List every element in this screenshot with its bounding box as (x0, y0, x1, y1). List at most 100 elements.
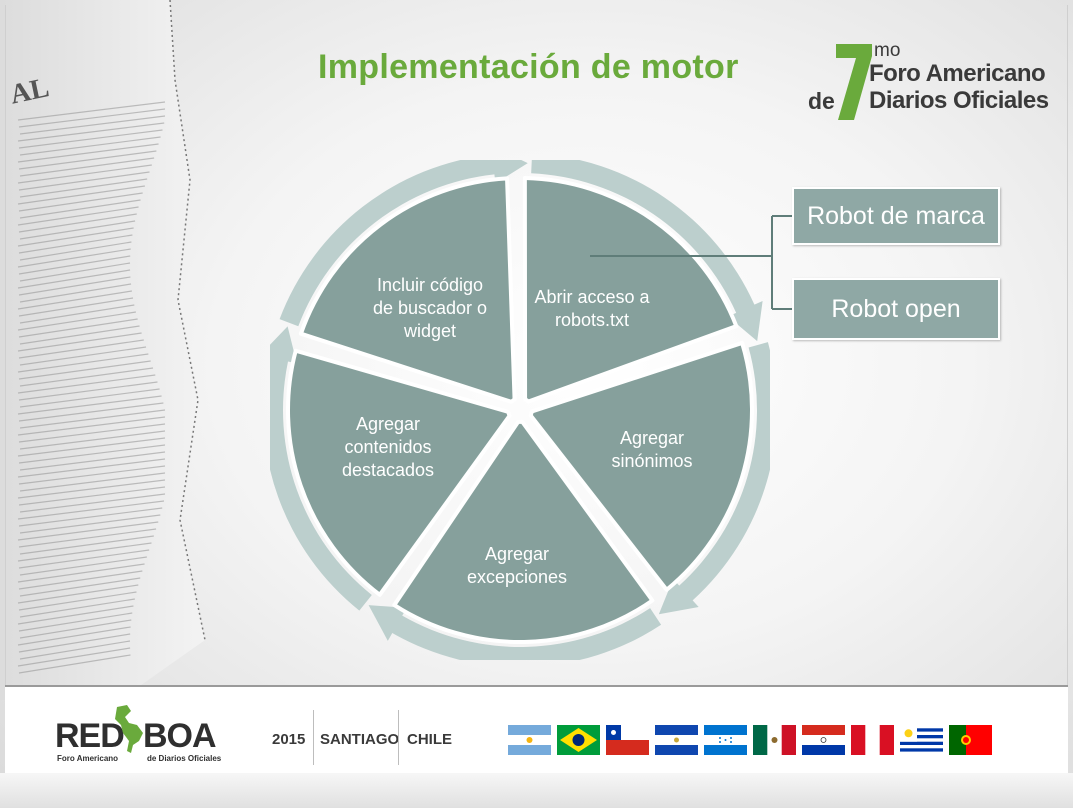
newspaper-text-line (19, 430, 166, 450)
segment-label-line: Agregar (619, 428, 685, 448)
segment-label-line: sinónimos (611, 451, 693, 471)
newspaper-text-line (19, 556, 147, 576)
newspaper-text-line (19, 220, 136, 240)
cycle-segment-abrir (522, 176, 739, 404)
newspaper-text-line (17, 521, 159, 541)
newspaper-text-line (19, 640, 131, 660)
robot-de-marca-box: Robot de marca (792, 187, 1000, 245)
cycle-segment-destacados (286, 348, 512, 597)
redboa-boa: BOA (143, 717, 217, 755)
cycle-diagram (270, 160, 770, 660)
mexico-flag-icon (753, 725, 796, 755)
segment-label-line: excepciones (466, 567, 568, 587)
newspaper-text-line (18, 570, 143, 590)
newspaper-text-line (17, 626, 131, 646)
segment-label-line: robots.txt (554, 310, 630, 330)
newspaper-text-line (17, 185, 145, 205)
newspaper-text-line (19, 598, 135, 618)
newspaper-text-line (18, 360, 151, 380)
newspaper-text-line (18, 297, 134, 317)
event-logo-line1: Foro Americano (869, 60, 1046, 87)
segment-label-destacados: Agregar contenidos destacados (328, 413, 448, 482)
newspaper-text-line (19, 325, 140, 345)
newspaper-text-line (19, 451, 166, 471)
newspaper-text-line (18, 129, 163, 149)
segment-label-line: contenidos (344, 437, 432, 457)
newspaper-text-line (19, 346, 147, 366)
event-logo-de: de (808, 88, 835, 114)
newspaper-text-line (17, 143, 159, 163)
newspaper-text-line (19, 514, 161, 534)
newspaper-text-line (18, 402, 164, 422)
newspaper-text-line (18, 549, 150, 569)
newspaper-text-line (17, 479, 166, 499)
newspaper-text-line (18, 465, 166, 485)
newspaper-text-line (19, 619, 132, 639)
newspaper-text-line (17, 353, 149, 373)
newspaper-text-line (18, 234, 133, 254)
cycle-segment-sinonimos (528, 340, 754, 592)
footer-country: CHILE (407, 731, 452, 748)
segment-label-line: Agregar (484, 544, 550, 564)
newspaper-text-line (18, 633, 131, 653)
country-flags (508, 725, 992, 755)
footer-city: SANTIAGO (320, 731, 400, 748)
newspaper-text-line (18, 339, 144, 359)
newspaper-text-line (17, 584, 139, 604)
newspaper-text-line (17, 227, 134, 247)
redboa-subtitle-left: Foro Americano (57, 754, 119, 763)
event-logo-ordinal: mo (874, 40, 901, 61)
newspaper-text-line (19, 367, 154, 387)
newspaper-text-line (18, 276, 131, 296)
newspaper-text-line (17, 458, 166, 478)
newspaper-text-line (19, 409, 166, 429)
newspaper-text-line (19, 304, 135, 324)
newspaper-text-line (18, 171, 150, 191)
newspaper-text-line (18, 255, 131, 275)
cycle-segment-excepciones (392, 419, 655, 644)
newspaper-text-line (19, 262, 131, 282)
newspaper-text-line (18, 486, 166, 506)
uruguay-flag-icon (900, 725, 943, 755)
newspaper-text-line (19, 472, 166, 492)
footer-separator (313, 710, 314, 765)
newspaper-text-line (17, 563, 145, 583)
footer-divider (5, 685, 1068, 687)
newspaper-text-line (19, 115, 166, 135)
redboa-red: RED (55, 717, 125, 755)
newspaper-text-line (17, 647, 131, 667)
event-logo: de mo Foro Americano Diarios Oficiales (808, 40, 1049, 120)
america-map-icon (115, 705, 143, 753)
argentina-flag-icon (508, 725, 551, 755)
newspaper-text-line (19, 178, 148, 198)
newspaper-text-line (18, 318, 138, 338)
segment-label-excepciones: Agregar excepciones (452, 543, 582, 589)
portugal-flag-icon (949, 725, 992, 755)
peru-flag-icon (851, 725, 894, 755)
newspaper-text-line (18, 108, 166, 128)
newspaper-text-line (18, 612, 133, 632)
el-salvador-flag-icon (655, 725, 698, 755)
segment-label-line: Incluir código (376, 275, 484, 295)
segment-label-line: widget (403, 321, 457, 341)
segment-label-line: Abrir acceso a (534, 287, 650, 307)
newspaper-text-line (19, 136, 161, 156)
newspaper-decoration: AL (0, 0, 206, 700)
newspaper-text-line (18, 444, 166, 464)
robot-open-box: Robot open (792, 278, 1000, 340)
segment-label-line: Agregar (355, 414, 421, 434)
newspaper-text-line (18, 192, 143, 212)
newspaper-text-line (19, 577, 141, 597)
paraguay-flag-icon (802, 725, 845, 755)
chile-flag-icon (606, 725, 649, 755)
redboa-logo: RED BOA Foro Americano de Diarios Oficia… (55, 705, 235, 765)
segment-label-line: destacados (341, 460, 435, 480)
segment-label-abrir: Abrir acceso a robots.txt (524, 286, 660, 332)
segment-label-line: de buscador o (372, 298, 488, 318)
footer-bottom-band (0, 773, 1073, 808)
newspaper-text-line (17, 416, 166, 436)
newspaper-text-line (17, 374, 156, 394)
newspaper-text-line (17, 542, 152, 562)
newspaper-text-line (19, 535, 154, 555)
